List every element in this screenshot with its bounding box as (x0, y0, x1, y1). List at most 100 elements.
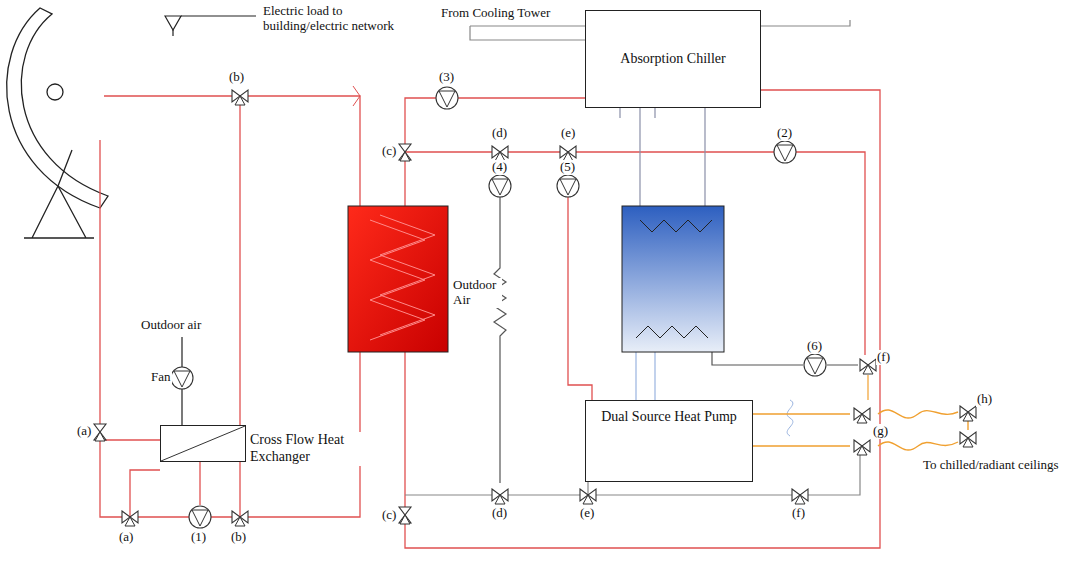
pump-mark (439, 91, 455, 107)
pump-symbol (557, 175, 579, 197)
equipment-box: Cross Flow Heat Exchanger (160, 425, 246, 462)
callout-number: (1) (190, 530, 207, 545)
callout-number: (5) (559, 160, 576, 175)
valve-symbol (560, 146, 576, 161)
annotation: From Cooling Tower (440, 6, 562, 21)
hot-pipes (100, 90, 880, 548)
valve-port (583, 495, 593, 504)
annotation: Outdoor air (140, 318, 202, 333)
callout-number: (c) (381, 144, 397, 159)
valve-port (95, 432, 105, 441)
equipment-name: Dual Source Heat Pump (586, 401, 752, 430)
pump-body (557, 175, 579, 197)
exchanger-diagonal (161, 426, 245, 461)
valve-body (399, 507, 411, 523)
callout-number: (4) (491, 160, 508, 175)
solar-dish (7, 8, 108, 238)
callout-number: (d) (491, 126, 508, 141)
pump-symbol (189, 506, 211, 528)
pump-body (171, 367, 193, 389)
valve-port (125, 517, 135, 526)
valve-symbol (580, 489, 596, 504)
callout-number: (3) (438, 70, 455, 85)
equipment-name: Cross Flow Heat Exchanger (250, 432, 368, 466)
valve-symbol (854, 408, 870, 423)
equipment-box: Absorption Chiller (585, 10, 761, 108)
valve-symbol (399, 507, 411, 524)
valve-symbol (854, 440, 870, 455)
tank-coil (370, 215, 435, 340)
annotation: Fan (150, 370, 172, 385)
annotation: Outdoor Air (452, 278, 502, 308)
pump-mark (192, 510, 208, 526)
annotation: To chilled/radiant ceilings (922, 458, 1074, 473)
callout-number: (g) (872, 424, 889, 439)
ceiling-pipe (867, 375, 868, 400)
valve-symbol (492, 489, 508, 504)
ceiling-pipe (787, 400, 793, 436)
valve-symbol (94, 424, 106, 441)
air-coil (494, 197, 506, 483)
hot-storage-tank (348, 206, 448, 352)
valve-symbol (960, 406, 976, 421)
callout-number: (2) (776, 126, 793, 141)
valve-symbol (122, 511, 138, 526)
electric-output (165, 16, 256, 36)
valve-symbol (492, 146, 508, 161)
exchanger-plate (161, 426, 245, 461)
valve-port (963, 438, 973, 447)
callout-number: (f) (791, 506, 806, 521)
pump-body (436, 87, 458, 109)
pump-symbol (804, 354, 826, 376)
valve-body (94, 424, 106, 440)
pump-mark (492, 179, 508, 195)
valve-port (235, 96, 245, 105)
pump-symbol (774, 141, 796, 163)
callout-number: (b) (228, 70, 245, 85)
pump-body (489, 175, 511, 197)
chilled-pipe (712, 338, 858, 365)
valve-port (495, 495, 505, 504)
chilled-pipe (636, 352, 655, 400)
valve-symbol (232, 511, 248, 526)
equipment-box: Dual Source Heat Pump (585, 400, 753, 482)
callout-number: (e) (579, 506, 595, 521)
valve-port (857, 446, 867, 455)
pump-mark (807, 358, 823, 374)
callout-number: (c) (381, 508, 397, 523)
callout-number: (a) (76, 424, 92, 439)
pump-symbol (489, 175, 511, 197)
callout-number: (e) (560, 126, 576, 141)
valve-symbol (960, 432, 976, 447)
callout-number: (b) (230, 530, 247, 545)
valve-port (235, 517, 245, 526)
valve-body (399, 144, 411, 160)
valve-symbol (860, 359, 876, 374)
callout-number: (f) (876, 350, 891, 365)
pump-body (189, 506, 211, 528)
callout-number: (d) (491, 506, 508, 521)
pump-mark (777, 145, 793, 161)
chilled-pipe (620, 108, 705, 206)
flow-arrow (353, 86, 360, 106)
valve-port (400, 515, 410, 524)
valve-symbol (792, 489, 808, 504)
equipment-name: Absorption Chiller (612, 47, 733, 72)
valve-symbol (399, 144, 411, 161)
valve-port (857, 414, 867, 423)
callout-number: (a) (118, 530, 134, 545)
pump-body (774, 141, 796, 163)
pump-symbol (436, 87, 458, 109)
tank-coil (636, 220, 712, 338)
valve-port (400, 152, 410, 161)
valve-port (863, 365, 873, 374)
pump-body (804, 354, 826, 376)
cold-storage-tank (622, 206, 724, 352)
pump-mark (174, 371, 190, 387)
callout-number: (6) (806, 339, 823, 354)
valve-port (795, 495, 805, 504)
valve-port (963, 412, 973, 421)
annotation: Electric load to building/electric netwo… (262, 4, 424, 34)
valve-symbol (232, 90, 248, 105)
